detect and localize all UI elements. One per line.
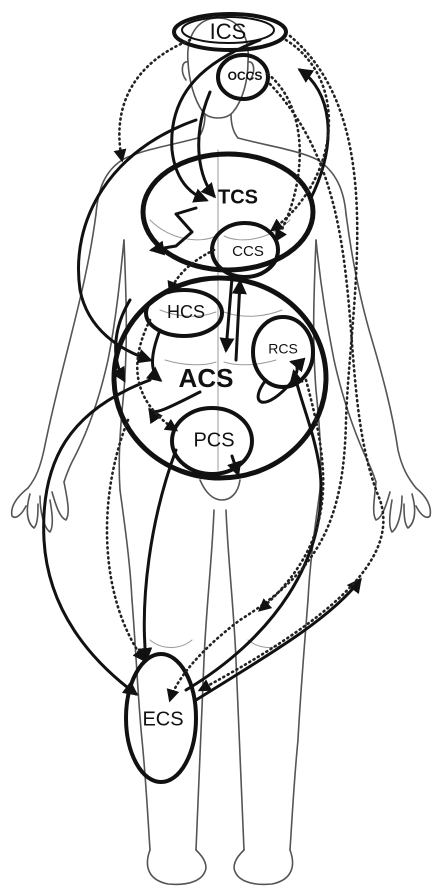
dotted-acs-to-ecs xyxy=(107,420,144,660)
label-ics: ICS xyxy=(210,19,247,44)
arrow-ecs-to-rcs xyxy=(186,372,321,690)
label-occs: OCCS xyxy=(228,69,263,83)
label-rcs: RCS xyxy=(268,341,298,357)
arrow-ecs-right xyxy=(196,580,360,700)
label-pcs: PCS xyxy=(193,429,234,451)
system-labels: ICS OCCS TCS CCS HCS RCS ACS PCS ECS xyxy=(142,19,297,730)
arrow-ics-to-tcs xyxy=(172,40,260,200)
arrow-occs-to-tcs xyxy=(199,92,214,196)
tcs-ring xyxy=(143,154,313,270)
label-ccs: CCS xyxy=(232,243,264,260)
label-acs: ACS xyxy=(179,363,234,393)
arrow-rcs-loop xyxy=(258,362,297,402)
arrow-left-outer-loop xyxy=(78,120,196,360)
label-ecs: ECS xyxy=(142,708,183,730)
label-tcs: TCS xyxy=(218,186,258,208)
dotted-rcs-down xyxy=(260,380,323,610)
arrow-pcs-to-ecs xyxy=(144,450,176,660)
label-hcs: HCS xyxy=(167,302,205,322)
arrow-tcs-upper-right xyxy=(300,70,328,200)
arrow-acs-up-ccs xyxy=(236,282,240,360)
arrow-acs-to-ecs-left xyxy=(44,380,150,694)
arrow-acs-to-pcs xyxy=(150,392,200,412)
arrow-hcs-to-acs xyxy=(153,330,161,380)
